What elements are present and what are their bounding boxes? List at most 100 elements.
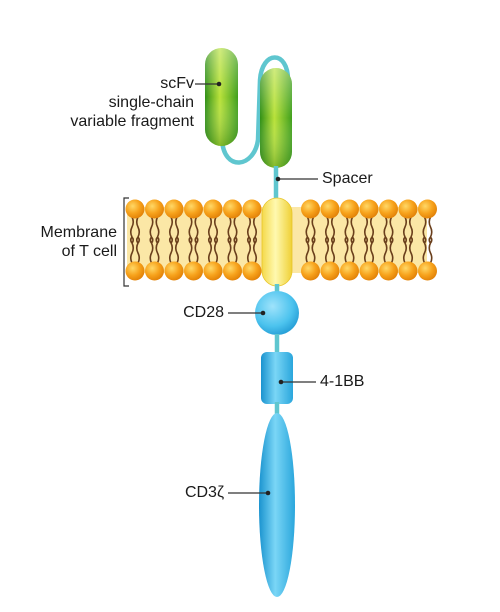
lipid-head-top (125, 199, 145, 219)
scfv-label: scFv single-chain variable fragment (70, 74, 194, 131)
lipid-tail-bottom (233, 236, 238, 264)
lipid-tail-top (402, 216, 408, 244)
lipid-tail-bottom (194, 236, 199, 264)
four-1bb-domain (261, 352, 293, 404)
lipid-head-top (359, 199, 379, 219)
lipid-tail-top (408, 216, 414, 244)
lipid-tail-bottom (311, 236, 316, 264)
lipid-tail-top (207, 216, 213, 244)
lipid-tail-top (389, 216, 394, 244)
lipid-tail-top (194, 216, 199, 244)
lipid-head-bottom (359, 261, 379, 281)
membrane-label-line2: of T cell (61, 243, 117, 260)
lipid-tail-bottom (402, 236, 408, 264)
cd3z-domain (259, 413, 295, 597)
lipid-tail-top (233, 216, 238, 244)
lipid-tail-bottom (344, 236, 349, 264)
lipid-tail-top (155, 216, 160, 244)
lipid-tail-top (422, 216, 427, 244)
lipid-tail-top (330, 216, 336, 244)
lipid-tail-bottom (174, 236, 180, 264)
lipid-head-top (301, 199, 320, 219)
lipid-tail-bottom (330, 236, 336, 264)
lipid-head-top (418, 199, 437, 219)
lipid-head-bottom (379, 261, 398, 281)
lipid-tail-bottom (422, 236, 427, 264)
lipid-head-bottom (145, 261, 164, 281)
membrane-label: Membrane of T cell (41, 223, 117, 261)
lipid-tail-bottom (369, 236, 375, 264)
lipid-tail-bottom (246, 236, 252, 264)
membrane-bracket (123, 197, 129, 287)
lipid-tail-top (305, 216, 310, 244)
lipid-head-top (203, 199, 223, 219)
spacer-label: Spacer (322, 170, 373, 187)
lipid-tail-top (324, 216, 330, 244)
lipid-head-top (242, 199, 262, 219)
scfv-linker (219, 55, 291, 165)
lipid-tail-top (350, 216, 355, 244)
lipid-head-top (184, 199, 203, 219)
lipid-head-bottom (203, 261, 223, 281)
lipid-tail-top (174, 216, 180, 244)
lipid-tail-bottom (408, 236, 414, 264)
lipid-tail-top (129, 216, 135, 244)
lipid-head-bottom (340, 261, 359, 281)
lipid-head-bottom (125, 261, 145, 281)
scfv-label-line1: scFv (160, 75, 194, 92)
four-1bb-label: 4-1BB (320, 373, 365, 390)
scfv-label-line3: variable fragment (70, 113, 194, 130)
leader-dots (216, 81, 284, 496)
lipid-tail-bottom (428, 236, 433, 264)
lipid-tail-bottom (383, 236, 388, 264)
scfv-right-domain (260, 68, 292, 168)
lipid-head-bottom (320, 261, 340, 281)
lipid-tails (129, 216, 433, 264)
lipid-tail-bottom (168, 236, 174, 264)
lipid-tail-top (246, 216, 252, 244)
lipid-tail-bottom (324, 236, 330, 264)
lipid-tail-top (188, 216, 193, 244)
lipid-tail-top (252, 216, 258, 244)
cd28-label: CD28 (183, 304, 224, 321)
lipid-tail-bottom (213, 236, 219, 264)
lipid-head-bottom (398, 261, 418, 281)
lipid-tail-bottom (252, 236, 258, 264)
lipid-tail-bottom (305, 236, 310, 264)
lipid-tail-top (363, 216, 369, 244)
lipid-head-bottom (418, 261, 437, 281)
lipid-tail-bottom (135, 236, 141, 264)
lipid-tail-top (383, 216, 388, 244)
membrane-label-line1: Membrane (40, 224, 117, 241)
lipid-head-top (320, 199, 340, 219)
lipid-head-top (398, 199, 418, 219)
lipid-head-top (145, 199, 164, 219)
lipid-tail-top (135, 216, 141, 244)
lipid-head-top (379, 199, 398, 219)
lipid-tail-top (213, 216, 219, 244)
cd28-domain (255, 291, 299, 335)
lipid-tail-top (369, 216, 375, 244)
lipid-head-bottom (184, 261, 203, 281)
lipid-tail-bottom (350, 236, 355, 264)
lipid-tail-bottom (188, 236, 193, 264)
lipid-head-bottom (223, 261, 242, 281)
lipid-tail-bottom (227, 236, 232, 264)
lipid-tail-bottom (207, 236, 213, 264)
lipid-tail-top (168, 216, 174, 244)
leader-lines (195, 83, 318, 494)
transmembrane-domain (261, 197, 293, 287)
lipid-tail-bottom (149, 236, 154, 264)
scfv-left-domain (205, 48, 238, 146)
lipid-tail-top (227, 216, 232, 244)
lipid-head-top (223, 199, 242, 219)
lipid-tail-top (428, 216, 433, 244)
scfv-label-line2: single-chain (108, 94, 194, 111)
lipid-tail-bottom (155, 236, 160, 264)
cd3z-label: CD3ζ (184, 484, 224, 501)
lipid-heads (125, 199, 437, 281)
lipid-tail-top (311, 216, 316, 244)
lipid-tail-bottom (363, 236, 369, 264)
